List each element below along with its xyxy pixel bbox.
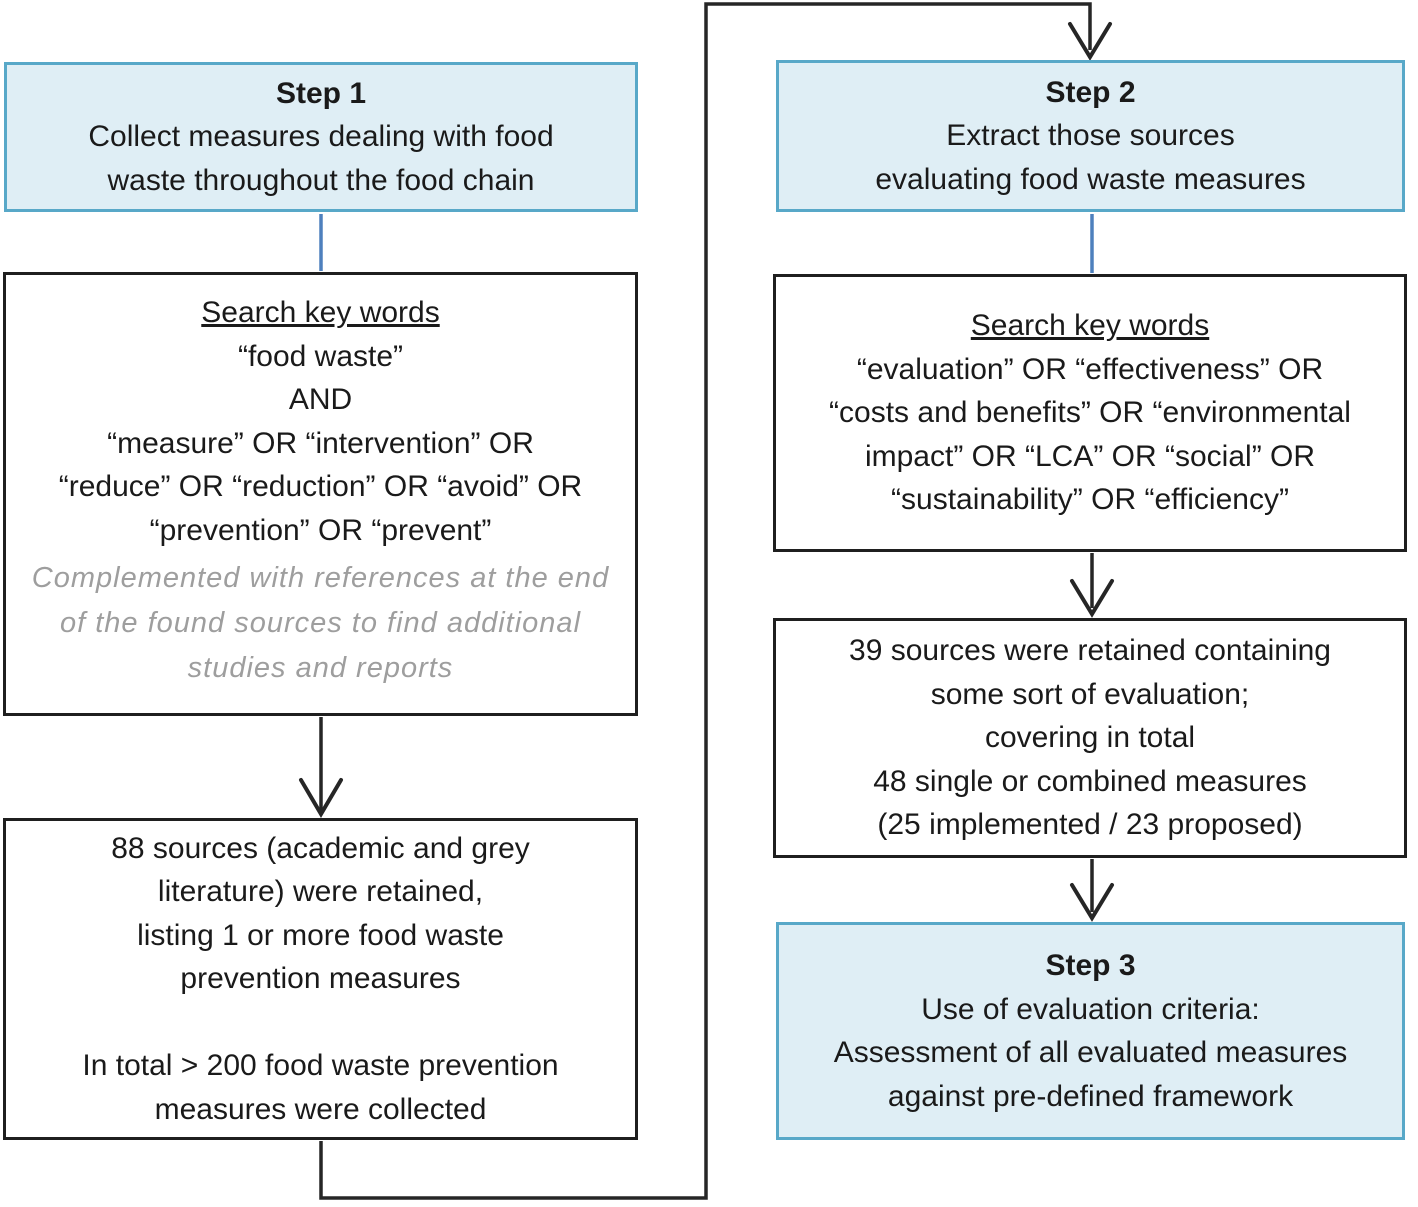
search2-heading: Search key words [970, 309, 1210, 343]
search1-keywords: “food waste” AND “measure” OR “intervent… [58, 339, 583, 547]
search2-keywords: “evaluation” OR “effectiveness” OR “cost… [829, 352, 1351, 517]
arrowhead-search2-results2 [1070, 579, 1114, 618]
step2-body: Extract those sources evaluating food wa… [875, 119, 1306, 196]
step2-title: Step 2 [1045, 75, 1136, 109]
step1-body: Collect measures dealing with food waste… [88, 120, 554, 197]
arrowhead-search1-results1 [299, 778, 343, 818]
results2-body: 39 sources were retained containing some… [849, 634, 1331, 842]
arrowhead-results2-step3 [1070, 883, 1114, 922]
step1-box: Step 1 Collect measures dealing with foo… [4, 62, 638, 212]
results1-body: 88 sources (academic and grey literature… [82, 831, 559, 1126]
results1-box: 88 sources (academic and grey literature… [3, 818, 638, 1140]
search1-note: Complemented with references at the end … [31, 562, 610, 685]
step2-box: Step 2 Extract those sources evaluating … [776, 60, 1405, 212]
search1-heading: Search key words [201, 296, 440, 329]
step3-title: Step 3 [1045, 949, 1136, 982]
arrowhead-results1-step2 [1068, 22, 1112, 61]
search2-box: Search key words “evaluation” OR “effect… [773, 274, 1407, 552]
step3-body: Use of evaluation criteria: Assessment o… [833, 992, 1348, 1113]
step3-box: Step 3 Use of evaluation criteria: Asses… [776, 922, 1405, 1140]
results2-box: 39 sources were retained containing some… [773, 618, 1407, 858]
step1-title: Step 1 [275, 76, 367, 110]
search1-box: Search key words “food waste” AND “measu… [3, 272, 638, 716]
